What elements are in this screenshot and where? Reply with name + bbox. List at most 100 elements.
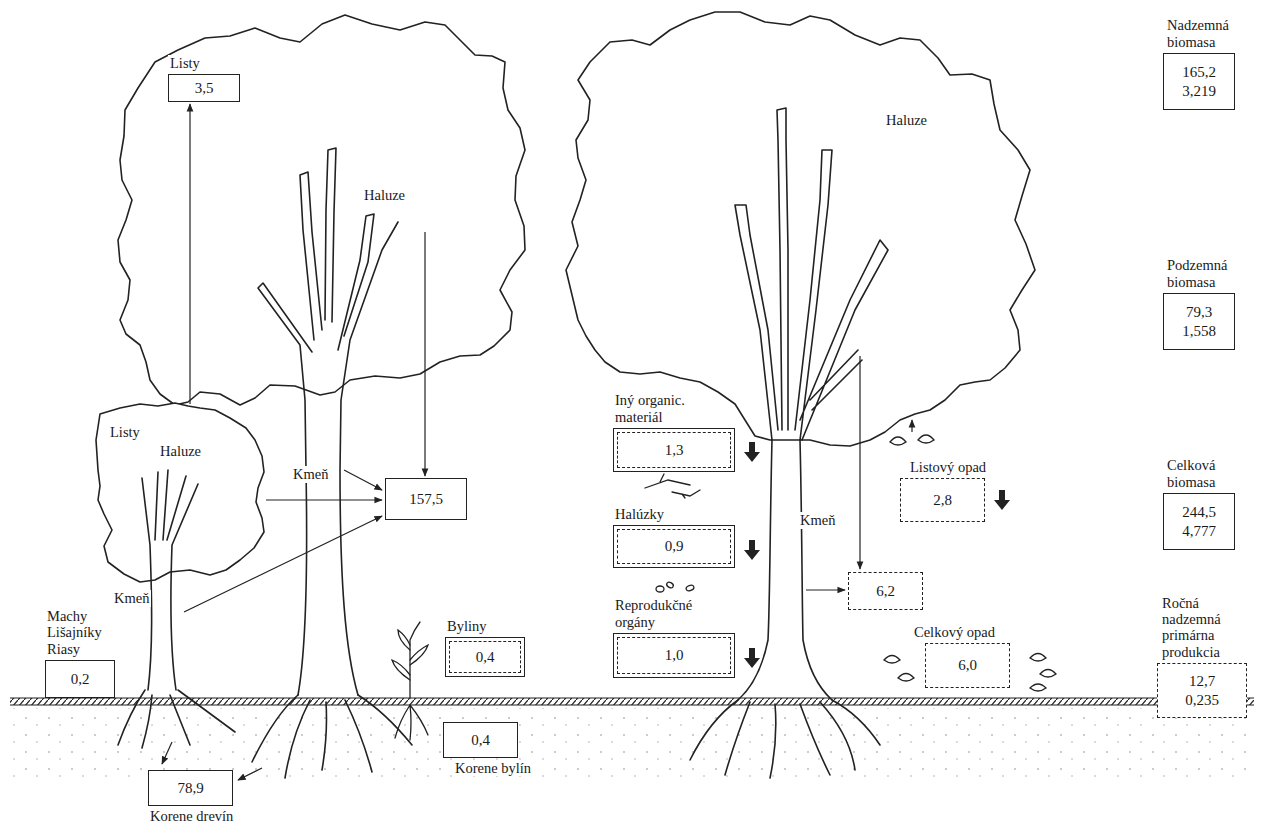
value-box: 157,5 bbox=[385, 478, 467, 520]
node-heading: Nadzemná biomasa bbox=[1165, 17, 1241, 50]
stem-arrow bbox=[184, 516, 382, 612]
biomass-node: Halúzky 0,9 bbox=[613, 506, 735, 568]
left-trees bbox=[96, 15, 525, 778]
biomass-node: Iný organic. materiál 1,3 bbox=[613, 392, 735, 472]
value-box: 78,9 bbox=[148, 770, 233, 806]
fall-arrow bbox=[994, 490, 1010, 510]
inner-dashed-box: 1,0 bbox=[617, 637, 731, 674]
leaf-fall-arrow bbox=[911, 420, 912, 432]
value-box: 0,4 bbox=[443, 722, 518, 758]
part-label: Haluze bbox=[884, 112, 929, 129]
caption-group: Korene drevín bbox=[148, 808, 235, 824]
falling-leaf bbox=[890, 435, 934, 445]
seed bbox=[666, 581, 675, 589]
big-tree-roots bbox=[252, 695, 412, 778]
heading-group: Iný organic. materiál bbox=[613, 392, 735, 425]
node-heading: Podzemná biomasa bbox=[1165, 257, 1241, 290]
node-heading: Ročná nadzemná primárna produkcia bbox=[1160, 595, 1256, 661]
heading-group: Reprodukčné orgány bbox=[613, 597, 735, 630]
node-heading: Reprodukčné orgány bbox=[613, 597, 717, 630]
inner-dashed-box: 0,4 bbox=[449, 641, 521, 673]
heading-group: Listy bbox=[168, 55, 240, 71]
heading-group: Ročná nadzemná primárna produkcia bbox=[1160, 595, 1256, 661]
fall-arrow bbox=[744, 540, 760, 560]
branch-arrow bbox=[424, 232, 425, 476]
part-label: Kmeň bbox=[798, 512, 837, 529]
biomass-node: Ročná nadzemná primárna produkcia12,70,2… bbox=[1157, 595, 1253, 719]
part-label: Haluze bbox=[362, 187, 407, 204]
inner-dashed-box: 0,9 bbox=[617, 529, 731, 564]
biomass-value: 3,219 bbox=[1182, 82, 1216, 101]
part-label: Kmeň bbox=[291, 466, 330, 483]
heading-group: Celkový opad bbox=[912, 624, 997, 640]
biomass-value: 0,235 bbox=[1185, 691, 1219, 710]
node-heading: Celkový opad bbox=[912, 624, 997, 640]
fall-arrow bbox=[744, 648, 760, 668]
root-arrow bbox=[162, 742, 172, 764]
node-heading: Halúzky bbox=[613, 506, 666, 522]
node-heading: Byliny bbox=[445, 618, 488, 634]
biomass-node: Celková biomasa244,54,777 bbox=[1163, 457, 1239, 550]
biomass-value: 0,4 bbox=[471, 731, 490, 750]
big-tree-canopy bbox=[118, 15, 525, 405]
value-box: 1,0 bbox=[613, 633, 735, 678]
biomass-value: 12,7 bbox=[1189, 672, 1215, 691]
value-box: 2,8 bbox=[900, 478, 985, 522]
value-box: 0,9 bbox=[613, 525, 735, 568]
node-heading: Listy bbox=[168, 55, 202, 71]
right-tree-branches bbox=[735, 108, 888, 440]
big-tree-trunk bbox=[258, 148, 398, 695]
biomass-value: 6,0 bbox=[958, 656, 977, 675]
biomass-value: 2,8 bbox=[933, 491, 952, 510]
biomass-value: 1,0 bbox=[665, 646, 684, 665]
value-box: 0,4 bbox=[445, 637, 525, 677]
biomass-node: Machy Lišajníky Riasy 0,2 bbox=[45, 608, 121, 698]
biomass-value: 165,2 bbox=[1182, 63, 1216, 82]
inner-dashed-box: 1,3 bbox=[617, 432, 731, 468]
node-heading: Iný organic. materiál bbox=[613, 392, 712, 425]
heading-group: Podzemná biomasa bbox=[1165, 257, 1241, 290]
caption-group: Korene bylín bbox=[453, 760, 533, 776]
herb-plant bbox=[392, 622, 428, 740]
biomass-value: 157,5 bbox=[409, 490, 443, 509]
part-label: Kmeň bbox=[112, 590, 151, 607]
small-tree-trunk bbox=[142, 470, 198, 690]
heading-group: Celková biomasa bbox=[1165, 457, 1241, 490]
seed bbox=[685, 584, 694, 592]
biomass-value: 0,9 bbox=[665, 537, 684, 556]
biomass-value: 244,5 bbox=[1182, 503, 1216, 522]
soil-stipple bbox=[10, 708, 1254, 778]
value-box: 6,2 bbox=[848, 572, 923, 610]
small-tree-canopy bbox=[96, 403, 264, 582]
twigs bbox=[645, 474, 700, 498]
biomass-value: 0,2 bbox=[71, 670, 90, 689]
value-box: 0,2 bbox=[45, 660, 115, 698]
fall-arrows bbox=[744, 442, 1010, 668]
branch-arrow bbox=[266, 499, 382, 500]
biomass-value: 79,3 bbox=[1186, 303, 1212, 322]
biomass-value: 0,4 bbox=[476, 648, 495, 667]
heading-group: Byliny bbox=[445, 618, 525, 634]
biomass-value: 78,9 bbox=[177, 779, 203, 798]
biomass-value: 1,558 bbox=[1182, 322, 1216, 341]
flow-arrows bbox=[162, 104, 912, 780]
biomass-node: 78,9Korene drevín bbox=[148, 770, 235, 824]
branch-arrow bbox=[859, 356, 860, 569]
soil bbox=[10, 698, 1254, 778]
biomass-node: 157,5 bbox=[385, 478, 467, 520]
stem-arrow bbox=[806, 589, 845, 590]
right-tree bbox=[566, 12, 1035, 778]
value-box: 1,3 bbox=[613, 428, 735, 472]
seed bbox=[656, 586, 664, 592]
biomass-node: Listový opad2,8 bbox=[900, 459, 985, 522]
biomass-node: Podzemná biomasa 79,31,558 bbox=[1163, 257, 1239, 350]
biomass-node: Reprodukčné orgány 1,0 bbox=[613, 597, 735, 678]
value-box: 244,54,777 bbox=[1163, 493, 1235, 550]
small-tree-roots bbox=[118, 690, 235, 748]
herb-roots bbox=[395, 705, 428, 740]
biomass-value: 1,3 bbox=[665, 441, 684, 460]
heading-group: Machy Lišajníky Riasy bbox=[45, 608, 121, 657]
herb-leaves bbox=[392, 630, 428, 680]
value-box: 12,70,235 bbox=[1157, 663, 1247, 718]
herb-stem bbox=[410, 622, 420, 698]
